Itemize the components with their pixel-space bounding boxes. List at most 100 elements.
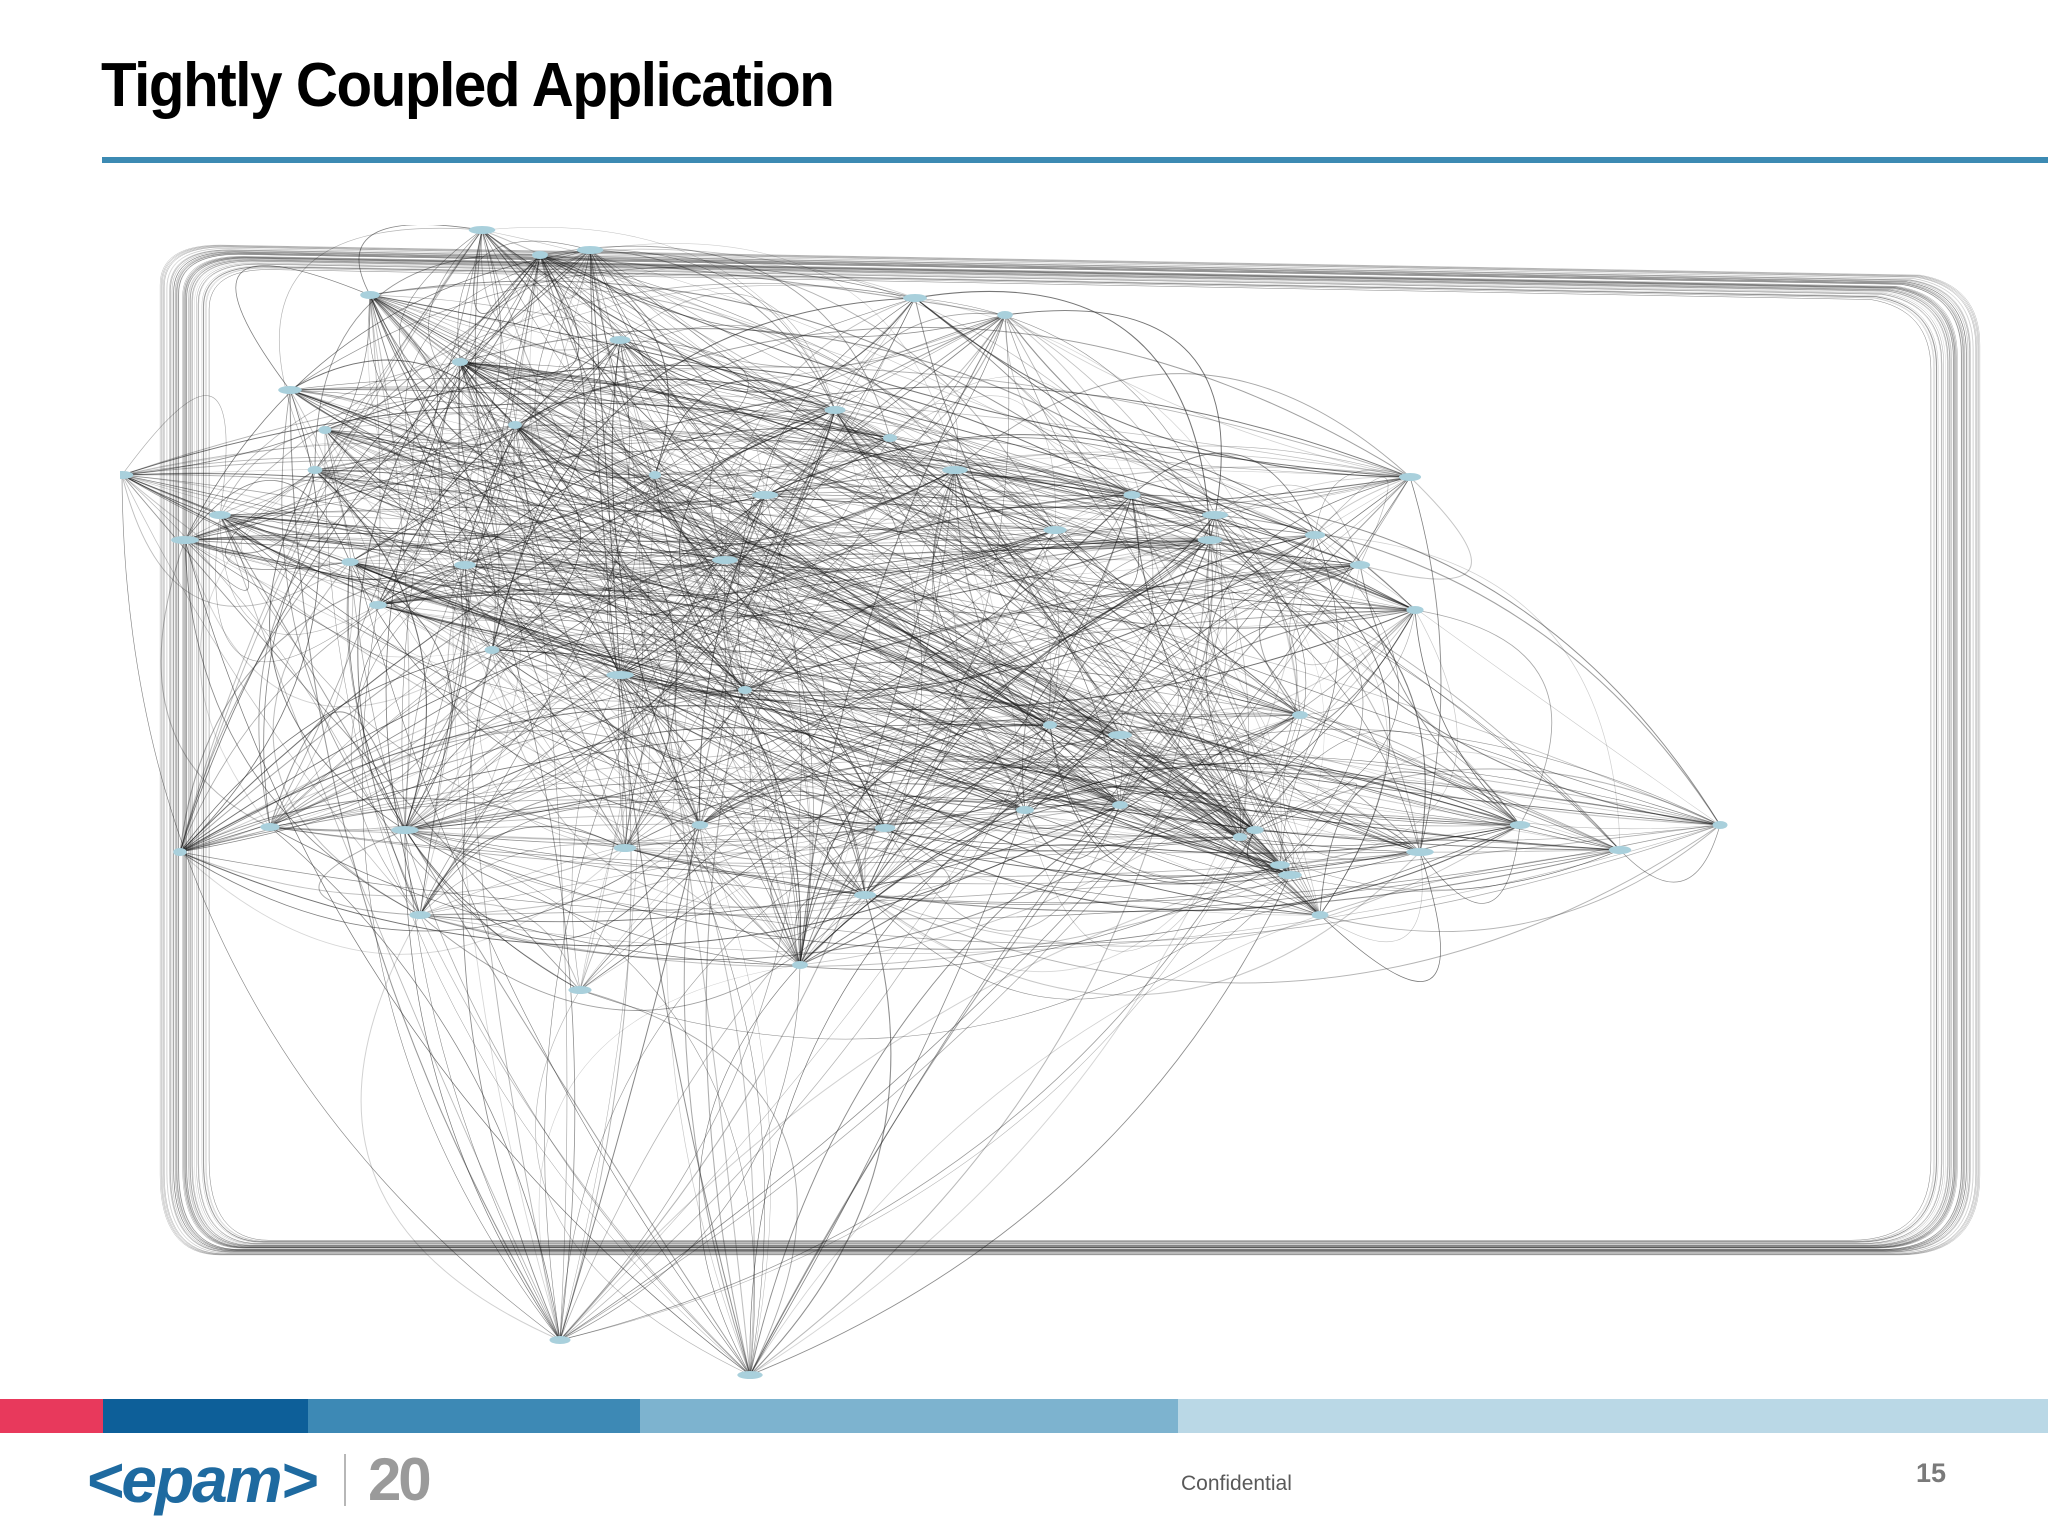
- graph-edge: [619, 674, 886, 860]
- graph-edge: [491, 632, 866, 896]
- graph-edge: [184, 533, 1301, 716]
- graph-edge: [369, 294, 891, 439]
- graph-node: [606, 671, 634, 679]
- graph-edge: [324, 429, 1416, 630]
- graph-edge: [369, 294, 746, 691]
- graph-edge: [539, 254, 1006, 338]
- graph-edge: [884, 712, 1421, 853]
- graph-edge: [514, 424, 1051, 726]
- graph-edge: [289, 359, 516, 426]
- graph-node: [1270, 861, 1290, 869]
- graph-edge: [314, 361, 480, 523]
- graph-edge: [314, 294, 438, 471]
- graph-edge: [491, 297, 916, 651]
- graph-edge: [191, 260, 1949, 1246]
- graph-edge: [419, 894, 866, 1011]
- graph-edge: [349, 530, 1121, 736]
- graph-edge: [464, 563, 1416, 611]
- graph-edge: [514, 424, 1521, 826]
- graph-edge: [184, 254, 541, 541]
- graph-edge: [834, 409, 1211, 561]
- graph-edge: [679, 409, 836, 691]
- graph-edge: [474, 229, 626, 849]
- graph-edge: [1119, 539, 1239, 736]
- graph-edge: [1054, 529, 1421, 853]
- graph-edge: [179, 229, 483, 853]
- graph-edge: [349, 297, 916, 563]
- graph-edge: [619, 339, 1216, 516]
- graph-edge: [770, 870, 866, 966]
- graph-edge: [289, 389, 621, 676]
- graph-edge: [219, 494, 1133, 516]
- graph-edge: [619, 339, 1416, 629]
- graph-edge: [347, 561, 581, 991]
- graph-edge: [324, 429, 656, 525]
- graph-edge: [184, 537, 1321, 916]
- graph-edge: [176, 253, 1964, 1251]
- graph-edge: [121, 474, 1301, 716]
- graph-edge: [377, 537, 1361, 606]
- graph-edge: [834, 409, 1056, 531]
- graph-edge: [314, 424, 516, 499]
- graph-edge: [589, 249, 1411, 511]
- graph-edge: [1409, 476, 1442, 853]
- graph-edge: [864, 874, 1291, 1000]
- graph-edge: [954, 469, 1281, 866]
- graph-edge: [324, 429, 1301, 718]
- graph-edge: [799, 529, 1056, 966]
- graph-edge: [419, 914, 751, 1376]
- graph-edge: [121, 366, 1411, 478]
- graph-edge: [219, 514, 1241, 847]
- graph-edge: [324, 429, 434, 606]
- graph-edge: [1054, 529, 1521, 826]
- graph-edge: [954, 469, 1281, 866]
- graph-edge: [404, 829, 755, 1376]
- graph-edge: [377, 562, 1121, 806]
- graph-edge: [185, 257, 1955, 1248]
- graph-edge: [179, 649, 493, 853]
- graph-edge: [369, 294, 522, 916]
- graph-edge: [219, 514, 866, 896]
- graph-edge: [184, 257, 1956, 1248]
- graph-edge: [404, 783, 1621, 851]
- graph-edge: [377, 574, 1521, 826]
- graph-edge: [1299, 609, 1416, 716]
- graph-edge: [481, 229, 568, 1341]
- graph-edge: [190, 259, 1950, 1247]
- graph-edge: [369, 294, 1721, 826]
- graph-edge: [199, 469, 316, 828]
- graph-edge: [349, 558, 1291, 876]
- graph-edge: [179, 314, 1006, 853]
- graph-edge: [219, 282, 916, 516]
- graph-edge: [654, 474, 801, 966]
- graph-edge: [324, 424, 526, 651]
- graph-edge: [419, 474, 656, 916]
- graph-edge: [183, 256, 1957, 1249]
- graph-edge: [834, 409, 1316, 597]
- graph-edge: [864, 728, 1721, 896]
- graph-edge: [179, 847, 626, 955]
- graph-edge: [624, 702, 1121, 849]
- graph-edge: [699, 314, 1006, 826]
- graph-edge: [624, 809, 1521, 849]
- graph-edge: [724, 552, 1256, 831]
- graph-edge: [324, 429, 1121, 806]
- graph-edge: [589, 249, 1291, 876]
- epam-logo-text: <epam>: [86, 1444, 318, 1516]
- graph-edge: [619, 339, 886, 829]
- graph-edge: [481, 229, 1211, 541]
- graph-edge: [1619, 824, 1721, 883]
- footer-bar-segment-5: [1178, 1399, 2048, 1433]
- graph-edge: [619, 339, 1291, 876]
- graph-edge: [1054, 476, 1361, 566]
- graph-edge: [459, 361, 503, 566]
- graph-edge: [1049, 724, 1521, 826]
- graph-edge: [480, 229, 621, 351]
- graph-edge: [1054, 494, 1140, 590]
- graph-edge: [459, 254, 580, 377]
- graph-edge: [589, 249, 1621, 851]
- graph-node: [1304, 531, 1326, 539]
- graph-edge: [481, 229, 1316, 547]
- graph-edge: [799, 609, 1416, 966]
- graph-edge: [203, 266, 1937, 1243]
